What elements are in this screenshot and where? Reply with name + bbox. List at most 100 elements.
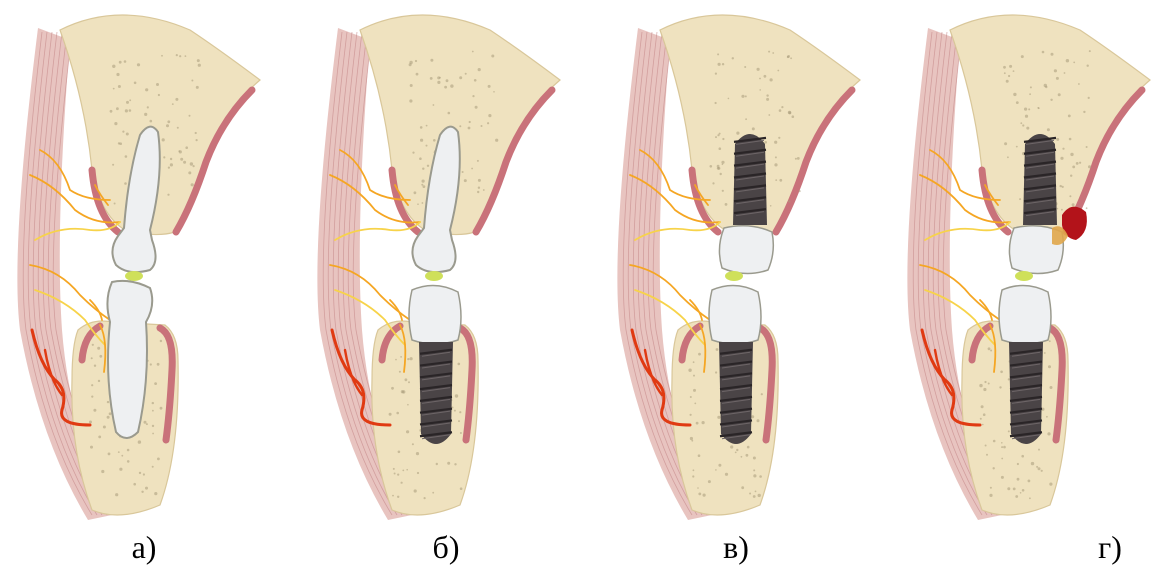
bone-texture-dot bbox=[91, 384, 93, 386]
bone-texture-dot bbox=[1019, 198, 1021, 200]
bone-texture-dot bbox=[1047, 128, 1050, 131]
bone-texture-dot bbox=[126, 101, 129, 104]
bone-texture-dot bbox=[154, 382, 157, 385]
panel-d: г) bbox=[890, 0, 1171, 571]
bone-texture-dot bbox=[722, 164, 724, 166]
bone-texture-dot bbox=[160, 407, 163, 410]
bone-texture-dot bbox=[426, 145, 428, 147]
bone-texture-dot bbox=[690, 414, 692, 416]
bone-texture-dot bbox=[766, 94, 768, 96]
bone-texture-dot bbox=[983, 388, 986, 391]
bone-texture-dot bbox=[141, 491, 143, 493]
bone-texture-dot bbox=[1066, 59, 1069, 62]
bone-texture-dot bbox=[1048, 365, 1051, 368]
panel-b: б) bbox=[300, 0, 592, 571]
bone-texture-dot bbox=[119, 142, 122, 145]
bone-texture-dot bbox=[139, 472, 141, 474]
bone-texture-dot bbox=[790, 57, 792, 59]
bone-texture-dot bbox=[154, 492, 157, 495]
bone-texture-dot bbox=[91, 396, 93, 398]
jaw-group bbox=[317, 15, 560, 520]
lower-crown bbox=[709, 285, 761, 344]
bone-texture-dot bbox=[152, 402, 154, 404]
bone-texture-dot bbox=[191, 80, 193, 82]
bone-texture-dot bbox=[1073, 62, 1075, 64]
bone-texture-dot bbox=[412, 152, 414, 154]
bone-texture-dot bbox=[495, 139, 498, 142]
bone-texture-dot bbox=[799, 190, 801, 192]
bone-texture-dot bbox=[1061, 209, 1063, 211]
bone-texture-dot bbox=[471, 168, 473, 170]
bone-texture-dot bbox=[1045, 86, 1047, 88]
bone-texture-dot bbox=[196, 86, 199, 89]
bone-texture-dot bbox=[698, 353, 701, 356]
bone-texture-dot bbox=[126, 133, 129, 136]
bone-texture-dot bbox=[693, 389, 696, 392]
bone-texture-dot bbox=[770, 205, 772, 207]
bone-texture-dot bbox=[167, 120, 170, 123]
bone-texture-dot bbox=[392, 495, 394, 497]
occlusal-contact bbox=[725, 271, 743, 281]
bone-texture-dot bbox=[1024, 108, 1027, 111]
bone-texture-dot bbox=[716, 348, 719, 351]
bone-texture-dot bbox=[416, 452, 419, 455]
bone-texture-dot bbox=[692, 475, 694, 477]
bone-texture-dot bbox=[399, 371, 401, 373]
bone-texture-dot bbox=[749, 493, 751, 495]
bone-texture-dot bbox=[405, 378, 408, 381]
bone-texture-dot bbox=[459, 411, 461, 413]
bone-texture-dot bbox=[475, 106, 478, 109]
bone-texture-dot bbox=[416, 73, 419, 76]
bone-texture-dot bbox=[1013, 93, 1016, 96]
bone-texture-dot bbox=[478, 68, 481, 71]
bone-texture-dot bbox=[693, 469, 695, 471]
bone-texture-dot bbox=[710, 165, 713, 168]
bone-texture-dot bbox=[433, 139, 436, 142]
bone-texture-dot bbox=[788, 111, 791, 114]
bone-texture-dot bbox=[190, 162, 193, 165]
bone-texture-dot bbox=[125, 155, 128, 158]
bone-texture-dot bbox=[1047, 432, 1050, 435]
bone-texture-dot bbox=[458, 363, 461, 366]
bone-texture-dot bbox=[415, 60, 417, 62]
bone-texture-dot bbox=[455, 394, 458, 397]
bone-texture-dot bbox=[124, 182, 127, 185]
bone-texture-dot bbox=[764, 141, 767, 144]
bone-texture-dot bbox=[1021, 455, 1024, 458]
bone-texture-dot bbox=[696, 422, 699, 425]
bone-texture-dot bbox=[744, 66, 746, 68]
bone-texture-dot bbox=[191, 183, 194, 186]
bone-texture-dot bbox=[778, 137, 780, 139]
bone-texture-dot bbox=[488, 85, 491, 88]
bone-texture-dot bbox=[145, 487, 148, 490]
bone-texture-dot bbox=[768, 51, 770, 53]
bone-texture-dot bbox=[1069, 138, 1072, 141]
bone-texture-dot bbox=[124, 60, 127, 63]
jaw-diagram-c bbox=[600, 0, 892, 520]
bone-texture-dot bbox=[152, 425, 154, 427]
bone-texture-dot bbox=[1086, 207, 1088, 209]
bone-texture-dot bbox=[447, 462, 450, 465]
bone-texture-dot bbox=[1086, 146, 1088, 148]
bone-texture-dot bbox=[112, 65, 115, 68]
bone-texture-dot bbox=[768, 114, 770, 116]
bone-texture-dot bbox=[982, 424, 984, 426]
bone-texture-dot bbox=[481, 125, 483, 127]
occlusal-contact bbox=[1015, 271, 1033, 281]
bone-texture-dot bbox=[98, 436, 101, 439]
bone-texture-dot bbox=[113, 88, 115, 90]
bone-texture-dot bbox=[150, 120, 153, 123]
bone-texture-dot bbox=[420, 126, 423, 129]
bone-texture-dot bbox=[127, 460, 130, 463]
bone-texture-dot bbox=[1001, 446, 1003, 448]
bone-texture-dot bbox=[745, 95, 747, 97]
bone-texture-dot bbox=[1058, 93, 1061, 96]
bone-texture-dot bbox=[1051, 53, 1054, 56]
bone-texture-dot bbox=[741, 95, 744, 98]
bone-texture-dot bbox=[391, 387, 394, 390]
bone-texture-dot bbox=[110, 110, 113, 113]
bone-texture-dot bbox=[1000, 371, 1003, 374]
bone-texture-dot bbox=[721, 161, 724, 164]
bone-texture-dot bbox=[1029, 93, 1031, 95]
bone-texture-dot bbox=[197, 59, 200, 62]
